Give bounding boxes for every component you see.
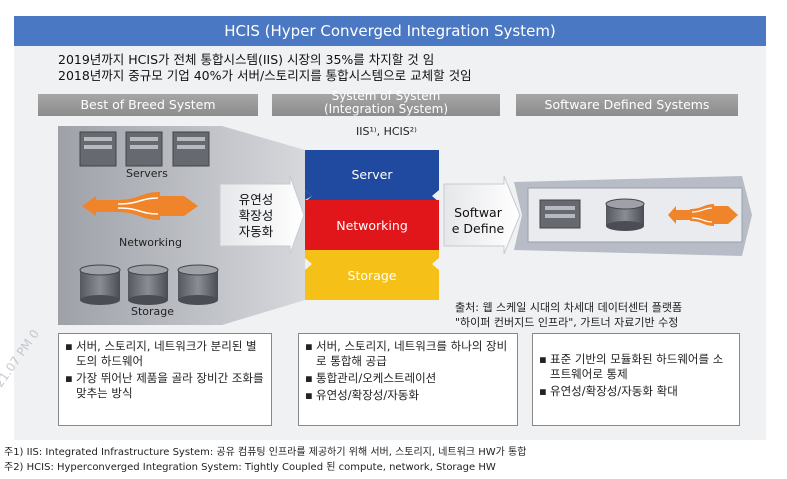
stack-networking-label: Networking: [336, 218, 408, 233]
arrow-icon: [219, 175, 305, 255]
server-rack-icon: [539, 199, 581, 229]
sos-line-1: System of System: [331, 89, 441, 103]
arrow-1-line: 자동화: [238, 224, 274, 239]
list-item: ▪통합관리/오케스트레이션: [305, 371, 437, 385]
bullet-box-best-of-breed: ▪서버, 스토리지, 네트워크가 분리된 별도의 하드웨어 ▪가장 뛰어난 제품…: [58, 333, 272, 426]
storage-drum-icon: [127, 264, 169, 305]
source-note: 출처: 웹 스케일 시대의 차세대 데이터센터 플랫폼 "하이퍼 컨버지드 인프…: [455, 300, 682, 330]
footnote-2: 주2) HCIS: Hyperconverged Integration Sys…: [4, 462, 496, 473]
column-header-software-defined: Software Defined Systems: [516, 94, 738, 116]
storage-drum-icon: [605, 198, 645, 231]
servers-label: Servers: [126, 167, 168, 180]
arrow-2-text: Softwar e Define: [448, 205, 508, 237]
arrow-icon: [443, 175, 521, 255]
column-header-system-of-system: System of System (Integration System): [272, 90, 500, 116]
source-line-2: "하이퍼 컨버지드 인프라", 가트너 자료기반 수정: [455, 316, 679, 329]
list-item: ▪가장 뛰어난 제품을 골라 장비간 조화를 맞추는 방식: [65, 371, 264, 400]
networking-label: Networking: [119, 236, 182, 249]
storage-drum-icon: [79, 264, 121, 305]
arrow-1-line: 유연성: [238, 192, 274, 207]
list-item: ▪유연성/확장성/자동화: [305, 388, 419, 402]
list-item: ▪서버, 스토리지, 네트워크를 하나의 장비로 통합해 공급: [305, 339, 508, 368]
arrow-1-text: 유연성 확장성 자동화: [228, 192, 284, 240]
storage-label: Storage: [131, 305, 175, 318]
arrow-2-line: e Define: [451, 221, 505, 236]
converged-stack: [305, 150, 439, 300]
headline-line-1: 2019년까지 HCIS가 전체 통합시스템(IIS) 시장의 35%를 차지할…: [58, 52, 435, 67]
iis-hcis-label: IIS¹⁾, HCIS²⁾: [356, 125, 417, 138]
source-line-1: 출처: 웹 스케일 시대의 차세대 데이터센터 플랫폼: [455, 301, 683, 314]
diagram-title: HCIS (Hyper Converged Integration System…: [14, 16, 766, 46]
bullet-box-software-defined: ▪표준 기반의 모듈화된 하드웨어를 소프트웨어로 통제 ▪유연성/확장성/자동…: [532, 333, 740, 426]
footnote-1: 주1) IIS: Integrated Infrastructure Syste…: [4, 447, 527, 458]
stack-server-label: Server: [351, 167, 393, 182]
storage-drum-icon: [177, 264, 219, 305]
network-switch-icon: [668, 204, 738, 226]
network-switch-icon: [82, 192, 198, 220]
list-item: ▪유연성/확장성/자동화 확대: [539, 384, 678, 398]
stack-storage-label: Storage: [347, 268, 397, 283]
headline: 2019년까지 HCIS가 전체 통합시스템(IIS) 시장의 35%를 차지할…: [58, 52, 472, 84]
server-rack-icon: [125, 131, 163, 167]
column-header-best-of-breed: Best of Breed System: [38, 94, 258, 116]
list-item: ▪표준 기반의 모듈화된 하드웨어를 소프트웨어로 통제: [539, 352, 724, 381]
list-item: ▪서버, 스토리지, 네트워크가 분리된 별도의 하드웨어: [65, 339, 257, 368]
server-rack-icon: [79, 131, 117, 167]
server-rack-icon: [172, 131, 210, 167]
arrow-1-line: 확장성: [238, 208, 274, 223]
arrow-2-line: Softwar: [454, 205, 502, 220]
bullet-box-system-of-system: ▪서버, 스토리지, 네트워크를 하나의 장비로 통합해 공급 ▪통합관리/오케…: [298, 333, 518, 426]
sos-line-2: (Integration System): [323, 102, 449, 116]
headline-line-2: 2018년까지 중규모 기업 40%가 서버/스토리지를 통합시스템으로 교체할…: [58, 68, 472, 83]
